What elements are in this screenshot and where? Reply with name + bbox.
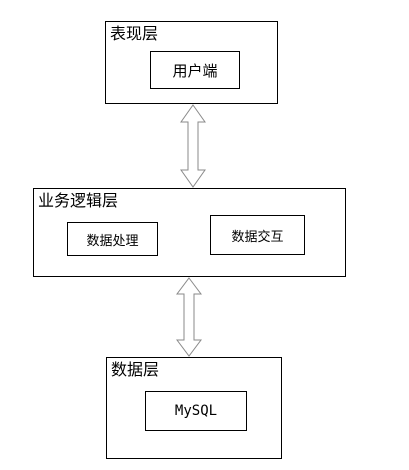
business-layer-title: 业务逻辑层 bbox=[38, 191, 119, 210]
business-layer-box: 业务逻辑层 数据处理 数据交互 bbox=[33, 188, 346, 277]
data-layer-title: 数据层 bbox=[111, 360, 160, 379]
client-node: 用户端 bbox=[150, 51, 240, 89]
presentation-layer-title: 表现层 bbox=[110, 24, 159, 43]
data-layer-box: 数据层 MySQL bbox=[106, 357, 282, 459]
double-arrow-business-data bbox=[176, 277, 202, 357]
presentation-layer-box: 表现层 用户端 bbox=[105, 21, 278, 104]
double-arrow-presentation-business bbox=[180, 104, 206, 188]
mysql-node: MySQL bbox=[145, 391, 247, 431]
data-interaction-node: 数据交互 bbox=[210, 215, 305, 255]
data-processing-node: 数据处理 bbox=[67, 222, 158, 256]
